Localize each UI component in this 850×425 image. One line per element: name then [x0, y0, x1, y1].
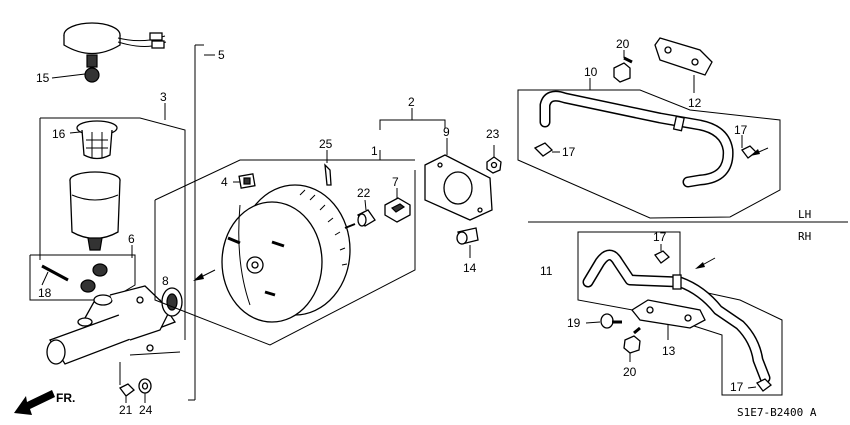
- nut-23: [486, 145, 502, 174]
- callout-24: 24: [139, 403, 153, 417]
- callout-8: 8: [162, 274, 169, 288]
- pin-18: [41, 264, 69, 286]
- callout-23: 23: [486, 127, 500, 141]
- callout-1: 1: [371, 144, 378, 158]
- pin-25: [324, 150, 332, 186]
- callout-16: 16: [52, 127, 66, 141]
- bracket-5: [188, 44, 215, 401]
- callout-11: 11: [540, 264, 553, 278]
- callout-22: 22: [357, 186, 371, 200]
- grommet-4: [233, 173, 256, 189]
- bracket-2: [379, 119, 446, 130]
- clip-19: [585, 313, 622, 329]
- callout-17-lh-right: 17: [734, 123, 748, 137]
- bracket-3: [39, 103, 186, 340]
- direction-label: FR.: [56, 391, 75, 405]
- callout-9: 9: [443, 125, 450, 139]
- callout-17-rh-bottom: 17: [730, 380, 744, 394]
- side-label-lh: LH: [798, 208, 811, 221]
- callout-4: 4: [221, 175, 228, 189]
- callout-3: 3: [160, 90, 167, 104]
- gasket-9: [424, 138, 493, 221]
- callout-20-lower: 20: [623, 365, 637, 379]
- front-direction-arrow: FR.: [14, 390, 75, 415]
- callout-10: 10: [584, 65, 598, 79]
- diagram-code: S1E7-B2400 A: [737, 406, 817, 419]
- bolt-20-upper: [613, 50, 633, 83]
- callout-15: 15: [36, 71, 50, 85]
- reservoir-cap-15: [51, 22, 167, 83]
- callout-18: 18: [38, 286, 52, 300]
- callout-21: 21: [119, 403, 133, 417]
- callout-13: 13: [662, 344, 676, 358]
- callout-17-rh-top: 17: [653, 230, 667, 244]
- callout-14: 14: [463, 261, 477, 275]
- callout-5: 5: [218, 48, 225, 62]
- callout-19: 19: [567, 316, 581, 330]
- bracket-1: [154, 150, 416, 346]
- callout-25: 25: [319, 137, 333, 151]
- bracket-12: [654, 37, 713, 93]
- callout-6: 6: [128, 232, 135, 246]
- master-cylinder: [46, 285, 177, 365]
- callout-12: 12: [688, 96, 702, 110]
- lh-hose-group: [517, 78, 781, 219]
- side-label-rh: RH: [798, 230, 811, 243]
- brake-booster: [221, 184, 356, 323]
- clevis-pin-14: [456, 227, 479, 258]
- bolt-20-lower: [623, 326, 641, 362]
- callout-20-upper: 20: [616, 37, 630, 51]
- clip-7: [384, 188, 411, 223]
- bracket-13: [631, 299, 706, 340]
- strainer-16: [69, 120, 118, 160]
- grommet-seals: [80, 263, 108, 293]
- check-valve-22: [357, 199, 376, 227]
- seal-8: [161, 287, 183, 317]
- nut-21: [119, 383, 135, 403]
- callout-2: 2: [408, 95, 415, 109]
- callout-17-lh-left: 17: [562, 145, 576, 159]
- callout-7: 7: [392, 175, 399, 189]
- reservoir-tank: [69, 171, 121, 251]
- washer-24: [138, 378, 152, 403]
